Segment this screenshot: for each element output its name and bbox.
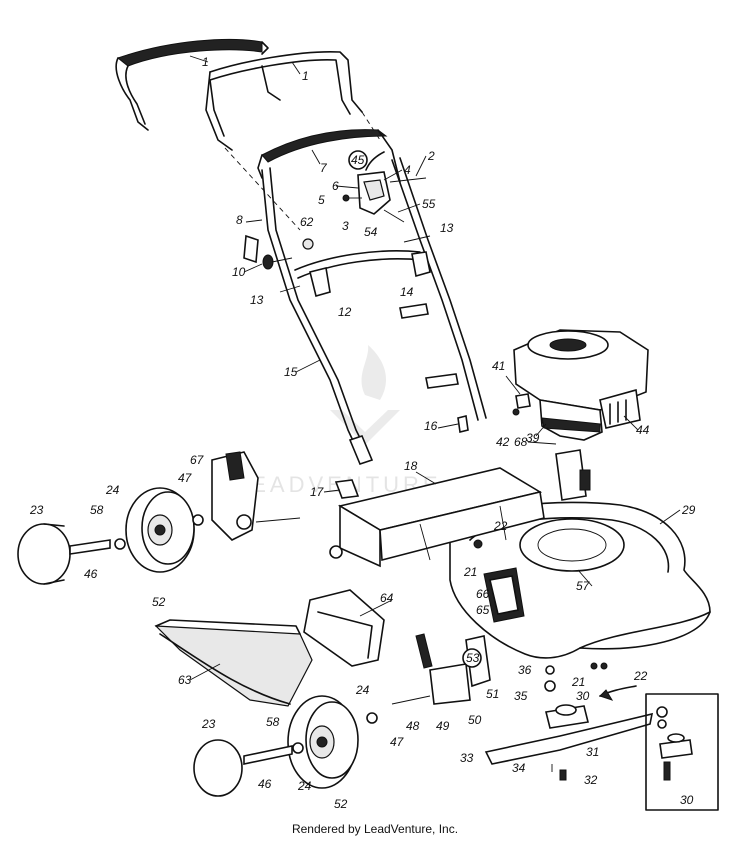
callout-53: 53 (466, 651, 480, 665)
callout-16: 16 (424, 419, 438, 433)
callout-12: 12 (338, 305, 352, 319)
front-wheel (287, 695, 378, 789)
throttle-control (342, 150, 427, 223)
callout-1a: 1 (202, 55, 209, 69)
wheel-height-adjuster-rear (211, 451, 301, 541)
callout-23b: 23 (201, 717, 216, 731)
callout-21a: 21 (463, 565, 477, 579)
leader-lines (189, 55, 681, 681)
callout-58a: 58 (90, 503, 104, 517)
callout-31: 31 (586, 745, 599, 759)
inset-blade-adapter (645, 693, 719, 811)
upper-handle-grip (115, 38, 269, 131)
watermark-logo (330, 345, 400, 445)
callout-labels: 1 1 7 45 2 6 4 5 3 54 55 8 62 10 13 13 1… (29, 55, 696, 811)
callout-1b: 1 (302, 69, 309, 83)
callout-29: 29 (681, 503, 696, 517)
callout-39: 39 (526, 431, 540, 445)
grass-bag (154, 619, 313, 707)
handle-knob (243, 234, 431, 293)
rear-hubcap (17, 523, 126, 585)
callout-51: 51 (486, 687, 499, 701)
callout-47b: 47 (390, 735, 405, 749)
rear-baffle (329, 467, 545, 568)
discharge-deflector (303, 589, 385, 667)
callout-48: 48 (406, 719, 420, 733)
callout-44: 44 (636, 423, 650, 437)
control-bar (257, 129, 401, 183)
callout-54: 54 (364, 225, 378, 239)
callout-57: 57 (576, 579, 591, 593)
callout-55: 55 (422, 197, 436, 211)
callout-50: 50 (468, 713, 482, 727)
callout-6: 6 (332, 179, 339, 193)
callout-8: 8 (236, 213, 243, 227)
callout-21b: 21 (571, 675, 585, 689)
callout-46b: 46 (258, 777, 272, 791)
callout-13a: 13 (250, 293, 264, 307)
callout-24b: 24 (355, 683, 370, 697)
callout-30a: 30 (576, 689, 590, 703)
wheel-height-adjuster-front (391, 633, 491, 705)
mount-bracket-right (555, 449, 591, 501)
front-hubcap (193, 739, 304, 797)
callout-34: 34 (512, 761, 526, 775)
callout-36: 36 (518, 663, 532, 677)
callout-42: 42 (496, 435, 510, 449)
callout-22a: 22 (493, 519, 508, 533)
callout-22b: 22 (633, 669, 648, 683)
callout-35: 35 (514, 689, 528, 703)
callout-63: 63 (178, 673, 192, 687)
callout-2: 2 (427, 149, 435, 163)
callout-47a: 47 (178, 471, 193, 485)
callout-24c: 24 (297, 779, 312, 793)
callout-32: 32 (584, 773, 598, 787)
upper-handle (205, 50, 381, 231)
callout-41: 41 (492, 359, 505, 373)
callout-10: 10 (232, 265, 246, 279)
callout-65: 65 (476, 603, 490, 617)
rear-wheel (125, 487, 204, 573)
engine (512, 329, 649, 441)
callout-4: 4 (404, 163, 411, 177)
blade-assembly (484, 665, 654, 781)
footer-credit: Rendered by LeadVenture, Inc. (291, 822, 459, 836)
callout-23a: 23 (29, 503, 44, 517)
callout-62: 62 (300, 215, 314, 229)
callout-68: 68 (514, 435, 528, 449)
callout-30b: 30 (680, 793, 694, 807)
mower-deck (449, 501, 711, 670)
callout-45: 45 (351, 153, 365, 167)
callout-58b: 58 (266, 715, 280, 729)
callout-64: 64 (380, 591, 394, 605)
callout-15: 15 (284, 365, 298, 379)
callout-46a: 46 (84, 567, 98, 581)
callout-52a: 52 (152, 595, 166, 609)
callout-17: 17 (310, 485, 325, 499)
callout-18: 18 (404, 459, 418, 473)
lower-handle-frame (261, 157, 487, 465)
callout-67: 67 (190, 453, 205, 467)
callout-66: 66 (476, 587, 490, 601)
callout-24a: 24 (105, 483, 120, 497)
callout-13b: 13 (440, 221, 454, 235)
callout-52b: 52 (334, 797, 348, 811)
callout-49: 49 (436, 719, 450, 733)
callout-5: 5 (318, 193, 325, 207)
callout-33: 33 (460, 751, 474, 765)
callout-3: 3 (342, 219, 349, 233)
callout-14: 14 (400, 285, 414, 299)
callout-7: 7 (320, 161, 328, 175)
